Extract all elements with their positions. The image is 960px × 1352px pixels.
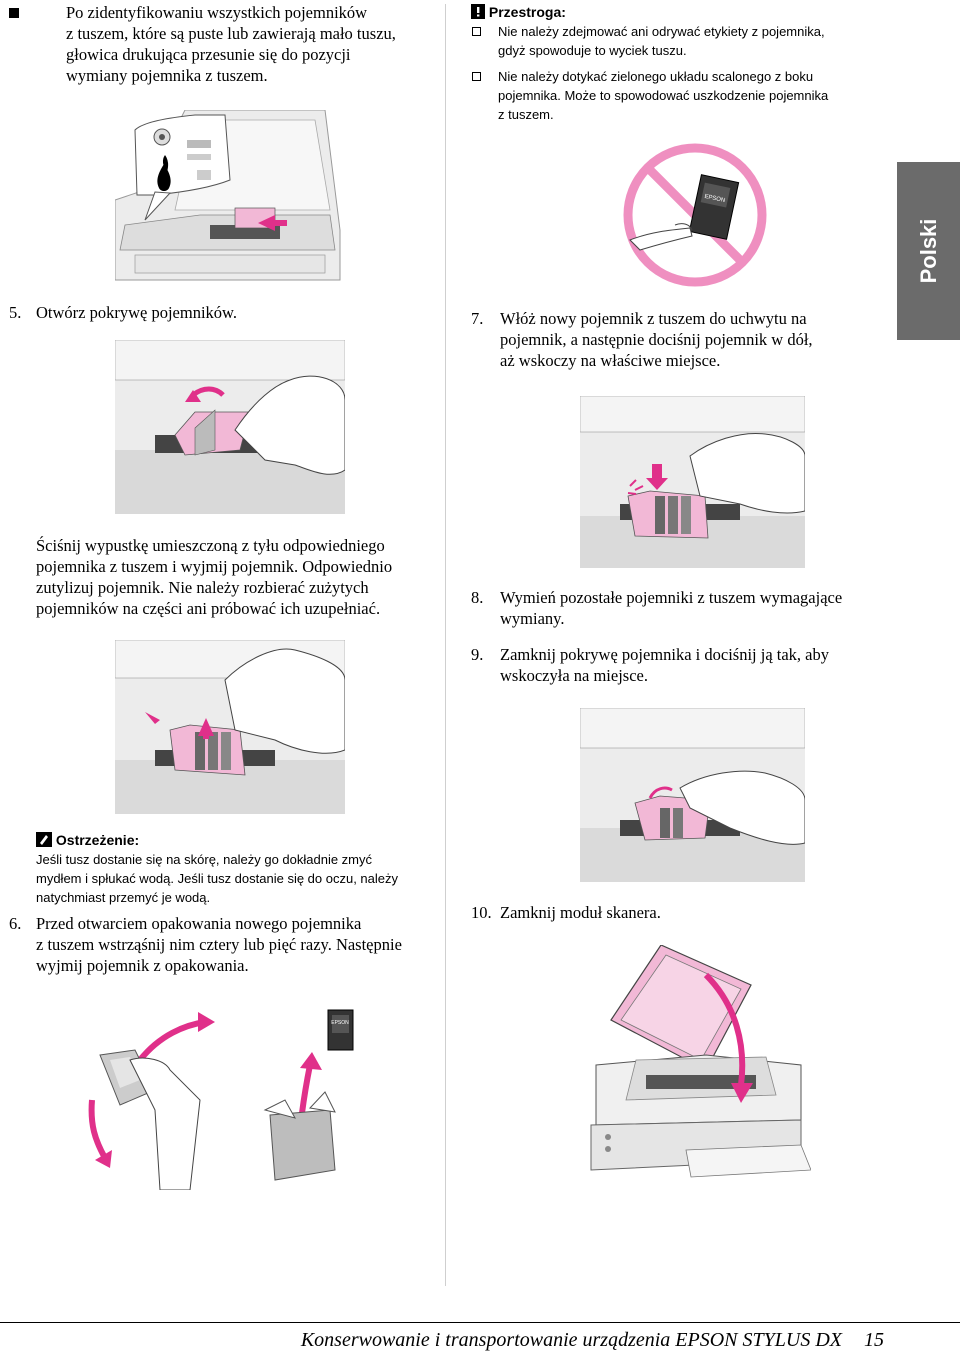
warning-box: Ostrzeżenie: Jeśli tusz dostanie się na … xyxy=(36,830,436,907)
footer-title: Konserwowanie i transportowanie urządzen… xyxy=(300,1329,842,1351)
caution-line: gdyż spowoduje to wyciek tuszu. xyxy=(498,43,687,58)
step-6-number: 6. xyxy=(9,914,22,933)
paragraph-line: pojemników na części ani próbować ich uz… xyxy=(36,599,381,618)
caution-icon xyxy=(471,4,485,19)
intro-paragraph: Po zidentyfikowaniu wszystkich pojemnikó… xyxy=(66,2,436,86)
intro-line: wymiany pojemnika z tuszem. xyxy=(66,66,268,85)
step-line: Wymień pozostałe pojemniki z tuszem wyma… xyxy=(500,588,843,607)
checkbox-icon xyxy=(472,72,481,81)
step-10-text: Zamknij moduł skanera. xyxy=(500,903,661,922)
caution-box: Przestroga: Nie należy zdejmować ani odr… xyxy=(471,2,891,124)
intro-line: z tuszem, które są puste lub zawierają m… xyxy=(66,24,396,43)
caution-title: Przestroga: xyxy=(488,4,566,20)
language-tab: Polski xyxy=(897,162,960,340)
caution-line: Nie należy dotykać zielonego układu scal… xyxy=(498,69,814,84)
step-10-number: 10. xyxy=(471,903,492,922)
remove-cartridge-paragraph: Ściśnij wypustkę umieszczoną z tyłu odpo… xyxy=(36,535,436,619)
insert-cartridge-illustration xyxy=(580,396,805,568)
step-line: wymiany. xyxy=(500,609,565,628)
cartridge-brand-label: EPSON xyxy=(704,194,726,204)
language-tab-label: Polski xyxy=(915,218,941,284)
intro-line: Po zidentyfikowaniu wszystkich pojemnikó… xyxy=(66,3,368,22)
step-line: Włóż nowy pojemnik z tuszem do uchwytu n… xyxy=(500,309,807,328)
step-5-number: 5. xyxy=(9,303,22,322)
step-line: wyjmij pojemnik z opakowania. xyxy=(36,956,249,975)
step-9-text: Zamknij pokrywę pojemnika i dociśnij ją … xyxy=(500,644,890,686)
intro-line: głowica drukująca przesunie się do pozyc… xyxy=(66,45,351,64)
step-6-text: Przed otwarciem opakowania nowego pojemn… xyxy=(36,913,436,976)
caution-line: Nie należy zdejmować ani odrywać etykiet… xyxy=(498,24,825,39)
warning-line: mydłem i spłukać wodą. Jeśli tusz dostan… xyxy=(36,871,399,886)
warning-title: Ostrzeżenie: xyxy=(55,832,140,848)
paragraph-line: zutylizuj pojemnik. Nie należy rozbierać… xyxy=(36,578,369,597)
do-not-touch-chip-illustration: EPSON xyxy=(623,143,767,287)
step-line: z tuszem wstrząśnij nim cztery lub pięć … xyxy=(36,935,402,954)
step-line: aż wskoczy na właściwe miejsce. xyxy=(500,351,721,370)
footer-rule xyxy=(0,1322,960,1323)
step-line: Zamknij pokrywę pojemnika i dociśnij ją … xyxy=(500,645,830,664)
step-7-number: 7. xyxy=(471,309,484,328)
open-cover-illustration xyxy=(115,340,345,514)
close-cartridge-cover-illustration xyxy=(580,708,805,882)
step-5-text: Otwórz pokrywę pojemników. xyxy=(36,303,238,322)
printer-head-illustration xyxy=(115,110,345,282)
step-line: Przed otwarciem opakowania nowego pojemn… xyxy=(36,914,362,933)
caution-item: Nie należy zdejmować ani odrywać etykiet… xyxy=(471,22,891,60)
shake-cartridge-illustration: EPSON xyxy=(88,1009,354,1190)
paragraph-line: Ściśnij wypustkę umieszczoną z tyłu odpo… xyxy=(36,536,385,555)
bullet-square-icon xyxy=(9,8,19,18)
step-8-number: 8. xyxy=(471,588,484,607)
caution-item: Nie należy dotykać zielonego układu scal… xyxy=(471,67,891,124)
page-number: 15 xyxy=(864,1329,884,1351)
checkbox-icon xyxy=(472,27,481,36)
close-scanner-illustration xyxy=(590,945,811,1178)
remove-cartridge-illustration xyxy=(115,640,345,814)
column-divider xyxy=(445,4,446,1286)
warning-line: Jeśli tusz dostanie się na skórę, należy… xyxy=(36,852,373,867)
step-7-text: Włóż nowy pojemnik z tuszem do uchwytu n… xyxy=(500,308,890,371)
warning-line: natychmiast przemyć je wodą. xyxy=(36,890,211,905)
caution-line: pojemnika. Może to spowodować uszkodzeni… xyxy=(498,88,829,103)
cartridge-brand-label: EPSON xyxy=(331,1020,349,1026)
step-line: pojemnik, a następnie dociśnij pojemnik … xyxy=(500,330,813,349)
step-8-text: Wymień pozostałe pojemniki z tuszem wyma… xyxy=(500,587,890,629)
step-line: wskoczyła na miejsce. xyxy=(500,666,648,685)
caution-line: z tuszem. xyxy=(498,107,554,122)
warning-icon xyxy=(36,832,52,847)
paragraph-line: pojemnika z tuszem i wyjmij pojemnik. Od… xyxy=(36,557,393,576)
step-9-number: 9. xyxy=(471,645,484,664)
